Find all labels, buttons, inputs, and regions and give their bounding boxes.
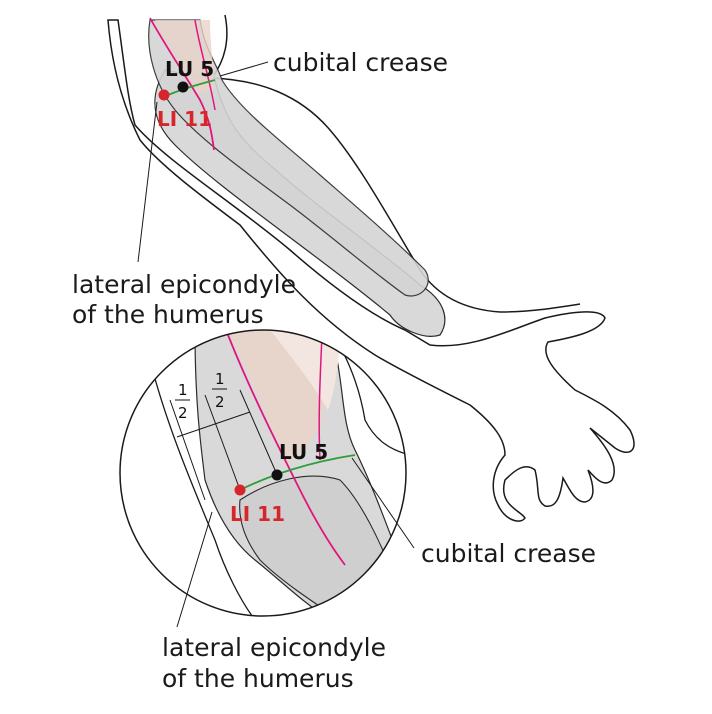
- inset-leader-lateral-epicondyle: [176, 511, 213, 628]
- biceps-tendon: [155, 20, 215, 95]
- fraction-left-numerator: 1: [178, 381, 188, 399]
- leader-lateral-epicondyle: [137, 101, 158, 263]
- inset-skin-contour: [149, 359, 256, 616]
- inset-leader-cubital-crease: [351, 457, 415, 549]
- leader-cubital-crease: [219, 61, 269, 77]
- inset-li11-point: [234, 484, 246, 496]
- inset-lu5-point: [271, 469, 283, 481]
- inset-lung-meridian-2: [318, 334, 323, 461]
- li11-point: [158, 89, 170, 101]
- inset-lung-meridian: [227, 334, 346, 566]
- inset-lateral-epicondyle-label-line1: lateral epicondyle: [162, 633, 386, 662]
- inset-measure-arrow-2: [211, 411, 251, 426]
- lu5-label: LU 5: [165, 57, 214, 81]
- inset-measure-line-1: [169, 399, 206, 501]
- inset-lu5-label: LU 5: [279, 440, 328, 464]
- inset-measure-line-2: [204, 394, 241, 491]
- lu5-point: [177, 81, 189, 93]
- cubital-crease-label: cubital crease: [273, 48, 448, 77]
- inset-cubital-crease: [239, 454, 356, 491]
- arm-outline: [107, 19, 635, 522]
- ulna-bone: [148, 19, 429, 297]
- inset-cubital-crease-label: cubital crease: [421, 539, 596, 568]
- inset-border: [119, 329, 407, 617]
- inset-measure-line-3: [239, 389, 276, 471]
- cubital-crease-line: [167, 79, 216, 96]
- inset-measure-arrow-1: [176, 424, 213, 438]
- li11-label: LI 11: [157, 107, 212, 131]
- fraction-left-denominator: 2: [178, 404, 188, 422]
- fraction-right-denominator: 2: [215, 393, 225, 411]
- inset-lateral-epicondyle-label-line2: of the humerus: [162, 664, 354, 693]
- lateral-epicondyle-label-line1: lateral epicondyle: [72, 270, 296, 299]
- inset-muscle-light: [270, 330, 340, 410]
- magnified-inset: 1 2 1 2: [119, 329, 407, 617]
- lung-meridian-line-2: [194, 19, 216, 111]
- lateral-epicondyle-label-line2: of the humerus: [72, 300, 264, 329]
- lung-meridian-line: [149, 17, 215, 151]
- inset-li11-label: LI 11: [230, 502, 285, 526]
- fraction-right-numerator: 1: [215, 370, 225, 388]
- arm-illustration: [107, 14, 635, 522]
